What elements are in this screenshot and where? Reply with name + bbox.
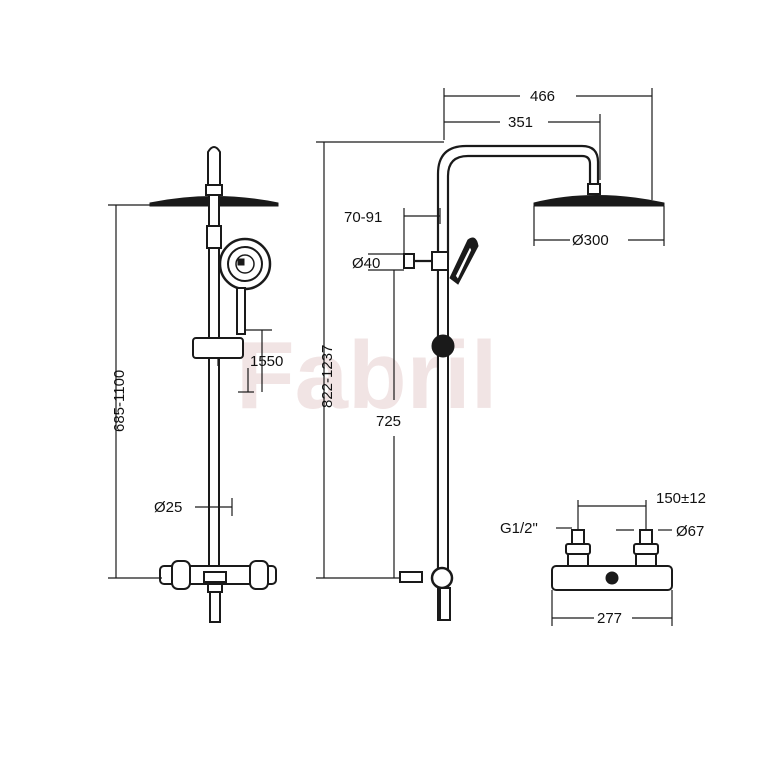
front-upper-clamp <box>206 225 222 249</box>
side-head-joint <box>587 183 601 195</box>
side-slide-bar <box>437 254 449 621</box>
side-head-shower <box>533 195 665 207</box>
valve-right-cap <box>633 543 659 555</box>
front-slide-bar <box>208 194 220 568</box>
dim-front-total-height: 685-1100 <box>111 370 128 432</box>
valve-right-connector <box>639 529 653 545</box>
side-hand-shower-face <box>454 244 473 282</box>
front-top-pipe <box>207 146 221 191</box>
watermark: Fabril <box>236 322 497 429</box>
valve-left-cap <box>565 543 591 555</box>
dim-valve-width: 277 <box>597 610 622 627</box>
dim-thread-size: G1/2" <box>500 520 538 537</box>
front-head-joint <box>205 184 223 196</box>
dim-arm-length-inner: 351 <box>508 114 533 131</box>
valve-left-connector <box>571 529 585 545</box>
side-valve-inlet <box>399 571 423 583</box>
valve-detail: 150±12 G1/2" Ø67 277 <box>500 490 706 627</box>
valve-center-outlet <box>605 571 619 585</box>
dim-bar-diameter: Ø25 <box>154 499 182 516</box>
front-hand-shower-center <box>235 254 255 274</box>
dim-hand-shower-height: 1550 <box>250 353 283 370</box>
side-bracket-clamp <box>431 251 449 271</box>
dim-lower-height: 725 <box>376 413 401 430</box>
side-valve-spout <box>439 587 451 621</box>
front-valve-right-knob <box>249 560 269 590</box>
side-valve-knob <box>430 566 454 590</box>
front-view: 1550 Ø25 685-1100 <box>108 146 283 623</box>
dim-bracket-diameter: Ø40 <box>352 255 380 272</box>
side-view: 466 351 Ø300 70-91 Ø40 725 822-1237 <box>316 88 665 621</box>
front-valve-center <box>203 571 227 583</box>
dim-inlet-diameter: Ø67 <box>676 523 704 540</box>
side-slider-knob <box>431 334 455 358</box>
front-valve-spout <box>209 591 221 623</box>
front-valve-spout-cap <box>207 583 223 593</box>
dim-wall-offset: 70-91 <box>344 209 382 226</box>
side-wall-flange <box>403 253 415 269</box>
dim-inlet-spacing: 150±12 <box>656 490 706 507</box>
front-valve-left-knob <box>171 560 191 590</box>
front-hand-shower-face <box>227 246 263 282</box>
dim-side-total-height: 822-1237 <box>319 345 336 408</box>
front-hand-shower-button <box>237 258 245 266</box>
front-slider <box>192 337 244 359</box>
front-hand-shower-handle <box>236 287 246 335</box>
side-arm-inner <box>446 154 592 260</box>
dim-head-diameter: Ø300 <box>572 232 609 249</box>
side-arm-outer <box>436 144 600 580</box>
dim-arm-length-outer: 466 <box>530 88 555 105</box>
